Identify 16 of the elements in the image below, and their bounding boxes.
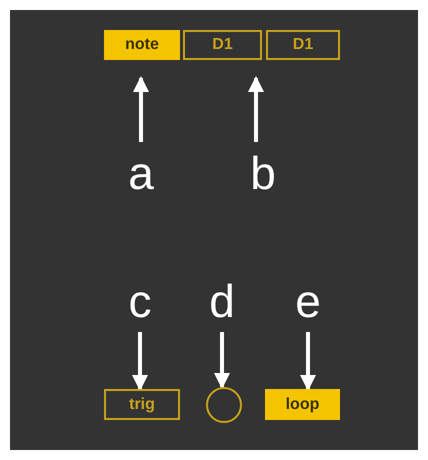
letter-label: a (121, 150, 161, 196)
letter-label: e (288, 278, 328, 324)
circle-shape (206, 387, 242, 423)
arrow (132, 332, 148, 391)
letter-label: d (202, 278, 242, 324)
label-tag: D1 (183, 30, 262, 60)
label-tag: note (104, 30, 180, 60)
arrow (214, 332, 230, 389)
arrow (300, 332, 316, 391)
label-tag: D1 (266, 30, 340, 60)
arrow (248, 76, 264, 142)
letter-label: c (120, 278, 160, 324)
letter-label: b (243, 150, 283, 196)
label-tag: trig (104, 389, 180, 420)
label-tag: loop (265, 389, 340, 420)
arrow (133, 76, 149, 142)
